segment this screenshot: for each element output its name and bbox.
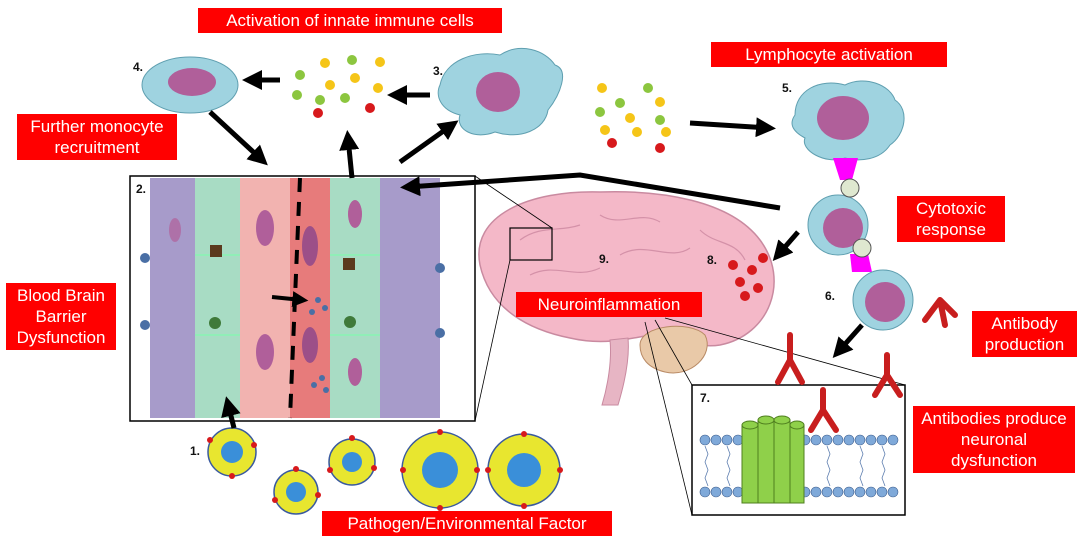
pathogen-particles (207, 427, 563, 515)
label-bbb-dysfunction: Blood Brain Barrier Dysfunction (6, 283, 116, 350)
t-cell-lower (852, 238, 914, 331)
antibodies (775, 297, 958, 433)
step-6: 6. (825, 289, 835, 303)
label-antibody-production: Antibody production (972, 311, 1077, 357)
label-pathogen: Pathogen/Environmental Factor (322, 511, 612, 536)
cytokine-cluster-top (292, 55, 385, 118)
ion-channel-panel (691, 384, 906, 516)
flow-arrows (208, 70, 864, 429)
label-cytotoxic: Cytotoxic response (897, 196, 1005, 242)
t-cell-upper (807, 178, 872, 272)
step-4: 4. (133, 60, 143, 74)
label-antibodies-neuronal: Antibodies produce neuronal dysfunction (913, 406, 1075, 473)
step-8: 8. (707, 253, 717, 267)
step-7: 7. (700, 391, 710, 405)
bbb-panel (129, 175, 476, 422)
step-1: 1. (190, 444, 200, 458)
label-lymphocyte-activation: Lymphocyte activation (711, 42, 947, 67)
macrophage-cell (437, 47, 564, 136)
monocyte-cell (141, 56, 239, 114)
label-activation-innate: Activation of innate immune cells (198, 8, 502, 33)
antigen-presenting-cell (791, 80, 905, 180)
step-9: 9. (599, 252, 609, 266)
cytokine-cluster-8 (728, 253, 768, 301)
step-5: 5. (782, 81, 792, 95)
step-3: 3. (433, 64, 443, 78)
step-2: 2. (136, 182, 146, 196)
cytokine-cluster-mid (595, 83, 671, 153)
label-neuroinflammation: Neuroinflammation (516, 292, 702, 317)
step-numbers: 1. 2. 3. 4. 5. 6. 7. 8. 9. (133, 60, 835, 458)
label-further-monocyte: Further monocyte recruitment (17, 114, 177, 160)
